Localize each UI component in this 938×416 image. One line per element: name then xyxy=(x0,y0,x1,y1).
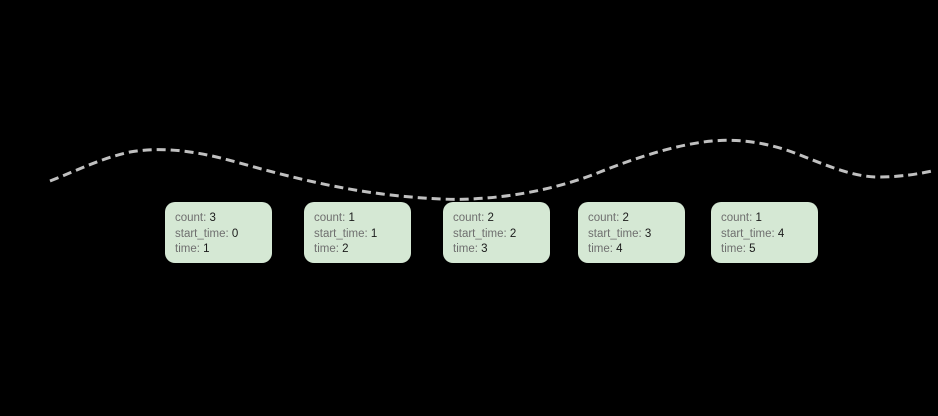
node-field: time: 5 xyxy=(721,242,818,258)
node-field-key: count: xyxy=(453,212,485,224)
node-field-key: time: xyxy=(175,243,200,255)
node-field-value: 5 xyxy=(749,243,756,255)
node-field: start_time: 2 xyxy=(453,227,550,243)
node-field-value: 1 xyxy=(370,227,378,240)
node-field: start_time: 4 xyxy=(721,227,818,243)
node-field: time: 1 xyxy=(175,242,272,258)
node-field-value: 0 xyxy=(231,227,239,240)
node-field-key: count: xyxy=(721,212,753,224)
node-field: count: 3 xyxy=(175,211,272,227)
node-field-key: count: xyxy=(314,212,346,224)
node-field-value: 4 xyxy=(616,243,623,255)
node-field: count: 2 xyxy=(453,211,550,227)
node-field-key: time: xyxy=(588,243,613,255)
node-field: start_time: 3 xyxy=(588,227,685,243)
node-field-value: 3 xyxy=(644,227,652,240)
node-field-key: start_time: xyxy=(453,227,507,240)
node-field-value: 1 xyxy=(755,212,762,224)
node-field-value: 3 xyxy=(481,243,488,255)
node-field-value: 1 xyxy=(348,212,355,224)
node-field-value: 2 xyxy=(487,212,494,224)
node-field-value: 3 xyxy=(209,212,216,224)
node-field: count: 2 xyxy=(588,211,685,227)
node-field-value: 2 xyxy=(622,212,629,224)
node-field: count: 1 xyxy=(721,211,818,227)
node-field-value: 2 xyxy=(509,227,517,240)
node-field: count: 1 xyxy=(314,211,411,227)
node-field: time: 3 xyxy=(453,242,550,258)
node-field-value: 1 xyxy=(203,243,210,255)
node-field-key: count: xyxy=(175,212,207,224)
node-field-key: start_time: xyxy=(721,227,775,240)
node-field: time: 2 xyxy=(314,242,411,258)
node-field: start_time: 0 xyxy=(175,227,272,243)
node-field-key: start_time: xyxy=(175,227,229,240)
node-field: time: 4 xyxy=(588,242,685,258)
node-field-value: 2 xyxy=(342,243,349,255)
node-field-key: time: xyxy=(453,243,478,255)
node-field: start_time: 1 xyxy=(314,227,411,243)
node-field-key: start_time: xyxy=(314,227,368,240)
node-field-key: start_time: xyxy=(588,227,642,240)
node-field-key: count: xyxy=(588,212,620,224)
node-field-key: time: xyxy=(314,243,339,255)
node-field-key: time: xyxy=(721,243,746,255)
node-field-value: 4 xyxy=(777,227,785,240)
